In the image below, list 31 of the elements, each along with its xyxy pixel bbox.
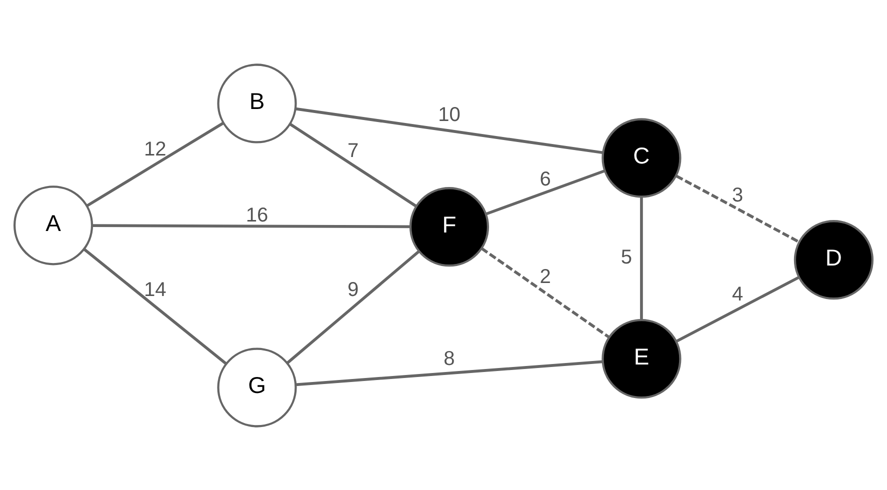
edge-label: 7 (348, 139, 359, 162)
connector (480, 246, 610, 338)
connector (485, 169, 605, 215)
edge-label: 16 (246, 204, 268, 226)
edge-label: 14 (144, 278, 166, 300)
connector (640, 196, 643, 320)
connector (92, 224, 410, 228)
edge-label: 10 (438, 103, 460, 126)
edge-label: 2 (540, 266, 551, 288)
connector (296, 106, 603, 154)
node-circle: E (602, 318, 682, 398)
edge-label: 6 (540, 168, 551, 190)
node-circle: A (13, 185, 94, 265)
edge-label: 3 (732, 184, 744, 206)
node-circle: D (794, 220, 874, 300)
connector (86, 121, 224, 207)
connector (676, 276, 800, 342)
node-circle: C (602, 118, 682, 198)
connector (286, 250, 420, 364)
edge-label: 9 (348, 278, 359, 300)
node-circle: F (409, 186, 490, 266)
edge-label: 5 (620, 246, 632, 268)
connector (83, 248, 227, 364)
edge-label: 8 (444, 347, 455, 370)
connector (676, 174, 800, 243)
node-circle: G (217, 347, 297, 427)
connector (289, 122, 417, 207)
edge-label: 4 (732, 282, 744, 305)
node-circle: B (217, 63, 297, 143)
edge-label: 12 (144, 138, 166, 160)
connector (296, 360, 603, 386)
